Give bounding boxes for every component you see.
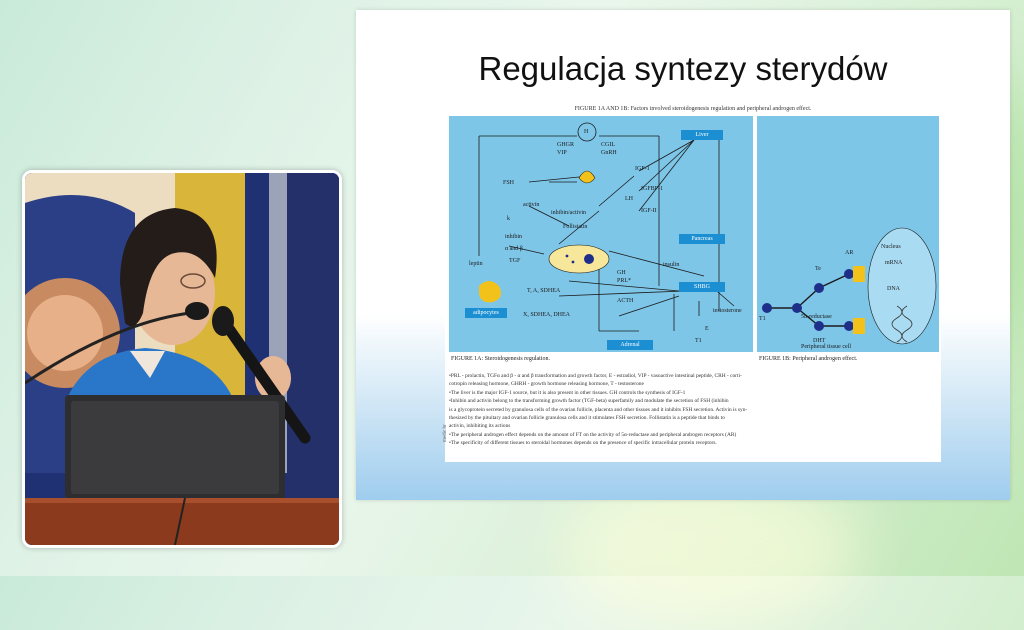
box-adrenal: Adrenal	[607, 340, 653, 350]
label-t1: T1	[695, 338, 702, 344]
label-gh: GH	[617, 270, 626, 276]
presenter-video	[22, 170, 342, 548]
label-tissue: Peripheral tissue cell	[801, 344, 851, 350]
label-inhibin-activin: inhibin/activin	[551, 210, 586, 216]
note-line: •The specificity of different tissues to…	[449, 440, 717, 447]
label-k: k	[507, 216, 510, 222]
caption-b: FIGURE 1B: Peripheral androgen effect.	[759, 356, 858, 362]
slide-title: Regulacja syntezy sterydów	[478, 50, 888, 87]
side-credit: medic.hr	[443, 424, 448, 442]
caption-a: FIGURE 1A: Steroidogenesis regulation.	[451, 356, 550, 362]
box-liver: Liver	[681, 130, 723, 140]
label-fsh: FSH	[503, 180, 515, 186]
diagram-figure: FIGURE 1A AND 1B: Factors involved stero…	[443, 102, 941, 462]
label-h: H	[584, 129, 589, 135]
presentation-slide: Regulacja syntezy sterydów FIGURE 1A AND…	[356, 10, 1010, 500]
label-cgil: CGIL	[601, 142, 615, 148]
label-5alpha: 5α-reductase	[801, 314, 832, 320]
label-x-sdhea: X, SDHEA, DHEA	[523, 312, 570, 318]
label-dna: DNA	[887, 286, 900, 292]
note-line: cotropin releasing hormone, GHRH - growt…	[449, 381, 644, 388]
label-prl: PRL*	[617, 278, 632, 284]
label-follistatin: Follistatin	[563, 224, 588, 230]
note-line: is a glycoprotein secreted by granulosa …	[449, 406, 748, 413]
label-ghgr: GHGR	[557, 142, 575, 148]
presenter-scene	[25, 173, 339, 545]
note-line: •Inhibin and activin belong to the trans…	[449, 398, 729, 405]
panel-a-arrows	[478, 122, 735, 332]
label-t-a-sdhea: T, A, SDHEA	[527, 288, 561, 294]
label-inhibin: inhibin	[505, 234, 523, 240]
label-igf2: IGF-II	[641, 208, 657, 214]
label-acth: ACTH	[617, 298, 634, 304]
label-insulin: insulin	[663, 262, 680, 268]
label-t1-b: T1	[759, 316, 766, 322]
label-leptin: leptin	[469, 261, 483, 267]
label-activin: activin	[523, 202, 540, 208]
figure-header: FIGURE 1A AND 1B: Factors involved stero…	[574, 106, 812, 112]
label-gnrh: GnRH	[601, 150, 617, 156]
label-mrna: mRNA	[885, 260, 903, 266]
label-dht: DHT	[813, 338, 826, 344]
panel-b-diagram	[762, 227, 937, 345]
label-ar: AR	[845, 250, 854, 256]
label-nucleus: Nucleus	[881, 244, 901, 250]
panel-steroidogenesis: H GHGR VIP CGIL GnRH Liver IGF-1 IGFBP-1…	[449, 116, 753, 352]
label-lh: LH	[625, 196, 633, 202]
label-testosterone: testosterone	[713, 308, 742, 314]
box-shbg: SHBG	[679, 282, 725, 292]
label-alpha-beta: α and β	[505, 246, 523, 252]
label-vip: VIP	[557, 150, 567, 156]
label-e: E	[705, 326, 709, 332]
label-tgf: TGF	[509, 258, 521, 264]
note-line: •The peripheral androgen effect depends …	[449, 431, 737, 438]
panel-androgen-effect: AR Te 5α-reductase DHT T1 Nucleus mRNA D…	[757, 116, 939, 352]
note-line: thesized by the pituitary and ovarian fo…	[449, 415, 725, 422]
box-pancreas: Pancreas	[679, 234, 725, 244]
label-igfbp: IGFBP-1	[641, 186, 664, 192]
box-adipocytes: adipocytes	[465, 308, 507, 318]
note-line: •The liver is the major IGF-1 source, bu…	[449, 389, 686, 396]
note-line: activin, inhibiting its actions	[449, 423, 511, 430]
figure-notes: •PRL - prolactin, TGFα and β - α and β t…	[449, 372, 939, 448]
note-line: •PRL - prolactin, TGFα and β - α and β t…	[449, 373, 742, 379]
label-igf1: IGF-1	[635, 166, 650, 172]
label-te: Te	[815, 266, 821, 272]
